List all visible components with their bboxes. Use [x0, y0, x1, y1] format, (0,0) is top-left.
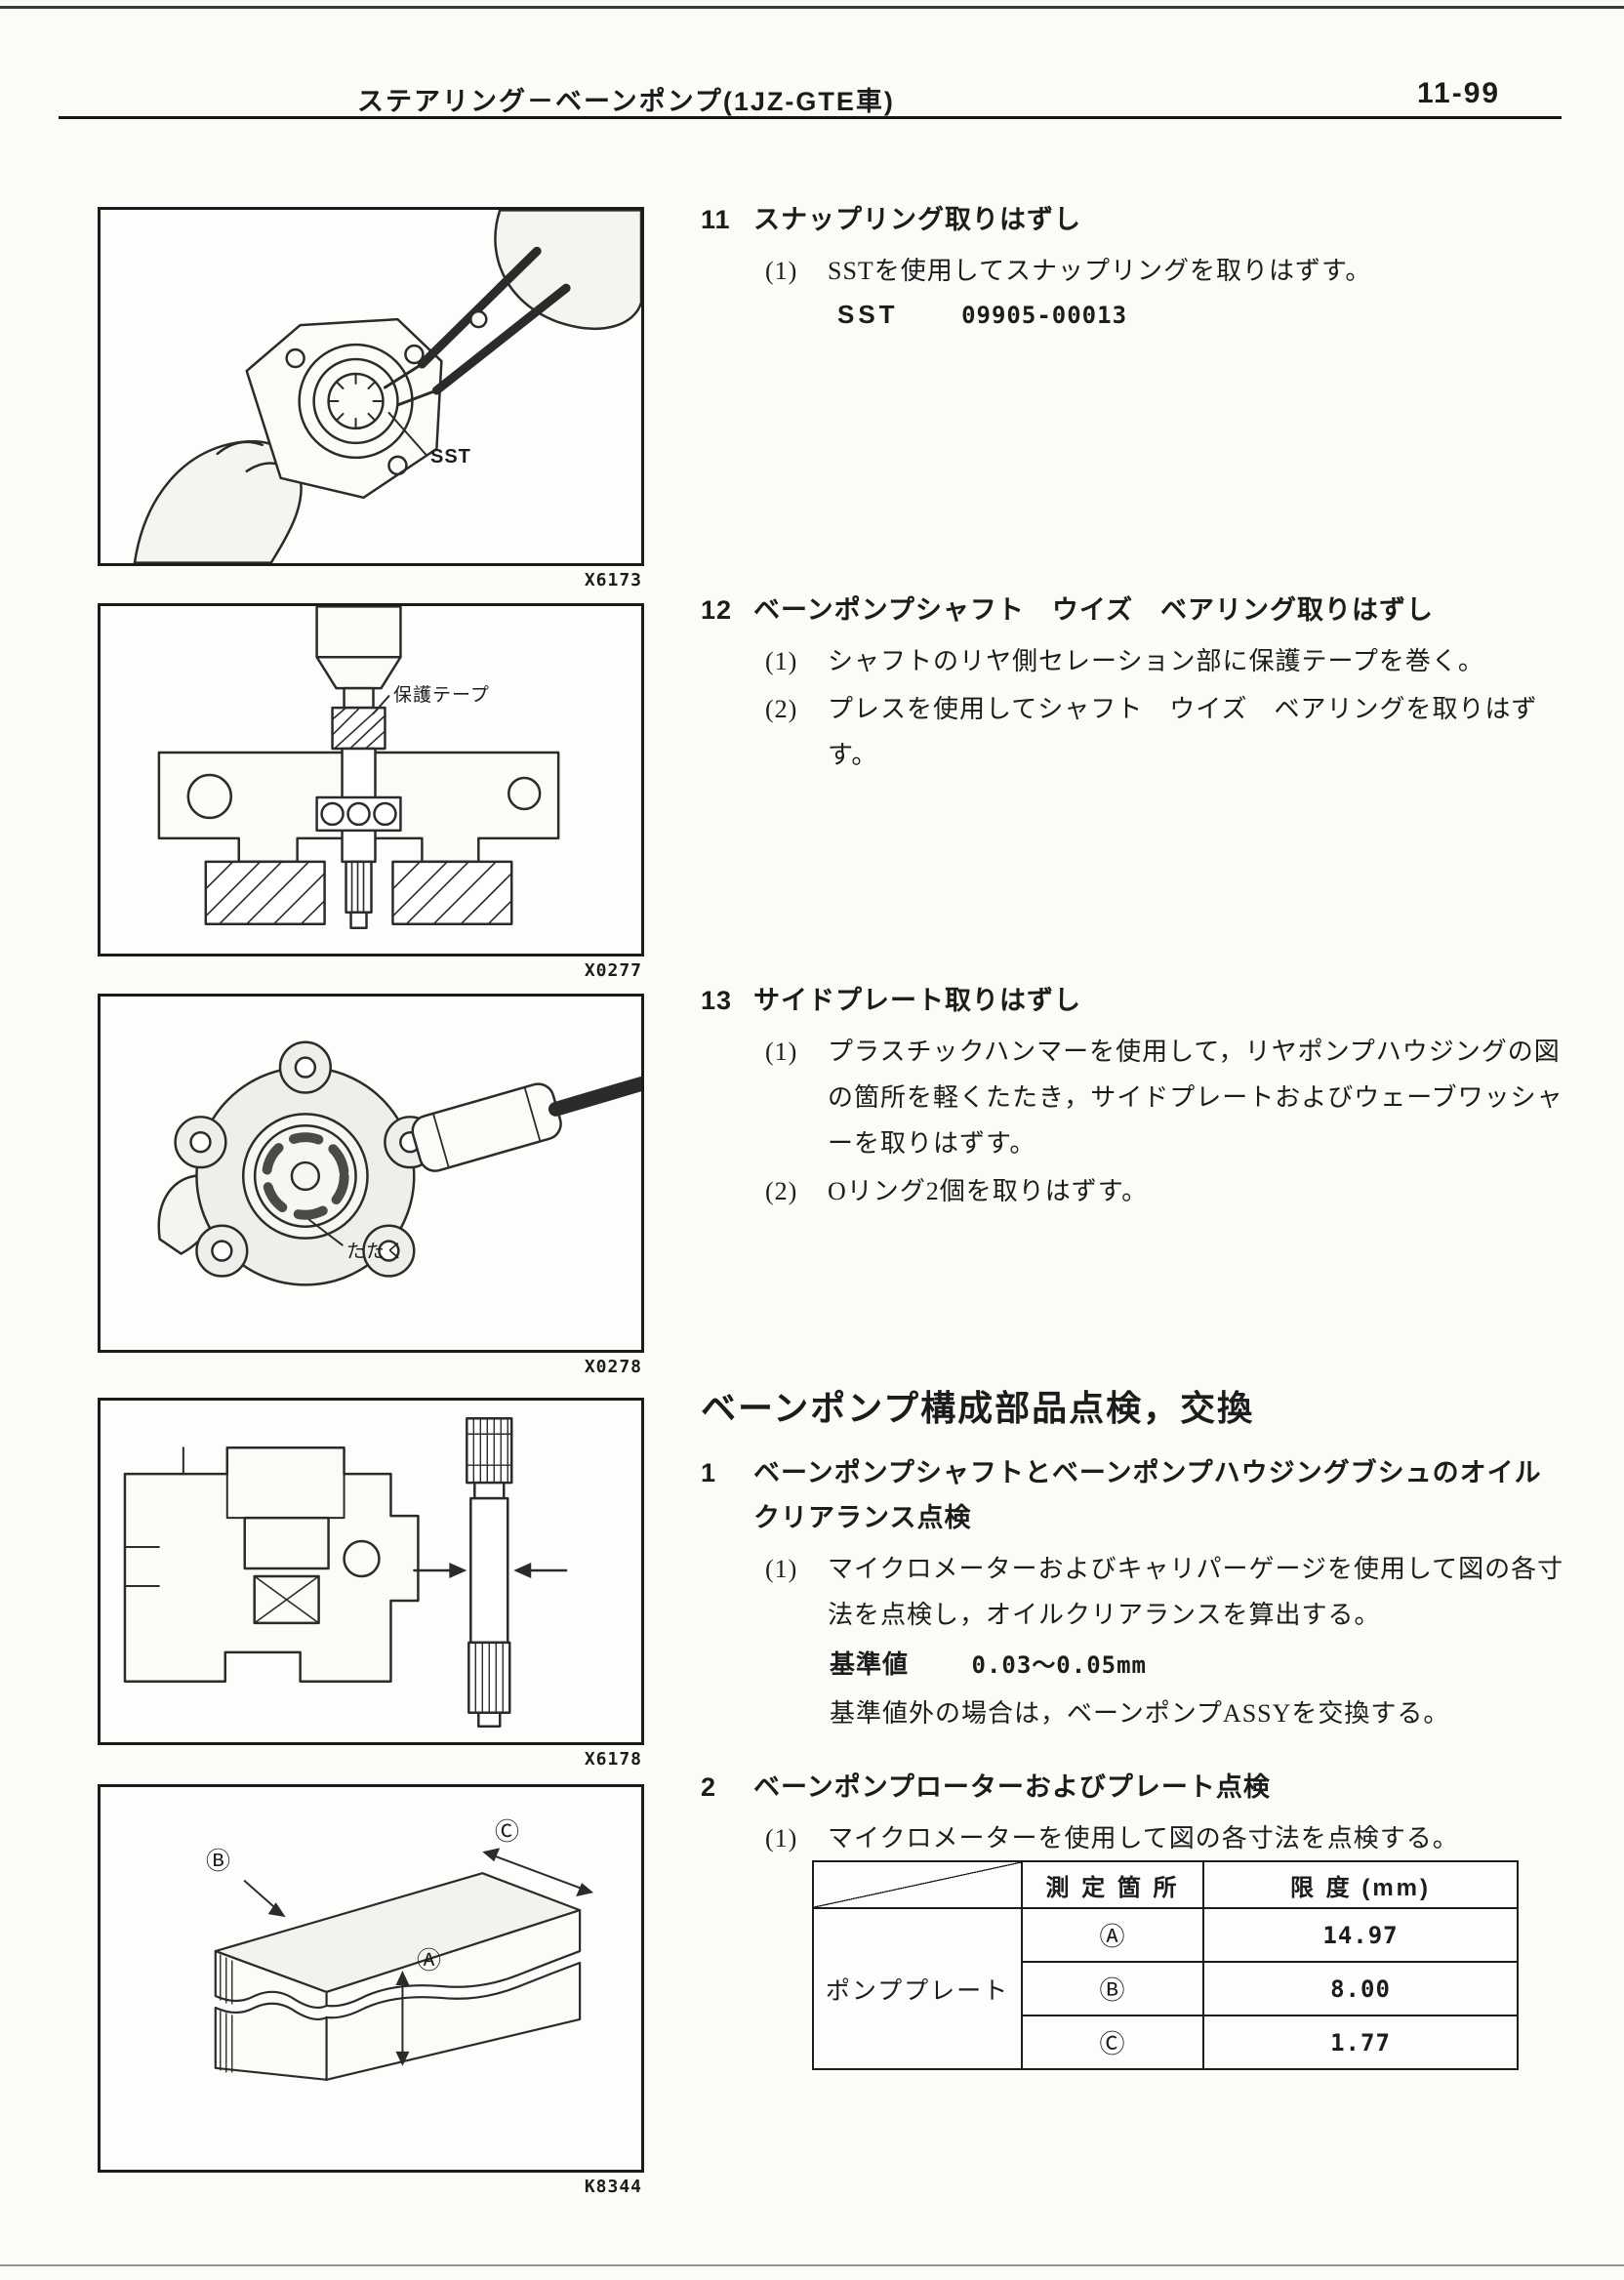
- figure-box: たたく: [98, 994, 644, 1353]
- table-row: Ⓒ 1.77: [813, 2015, 1519, 2070]
- step-number: (1): [765, 1555, 798, 1583]
- inspection-item-1: 1 ベーンポンプシャフトとベーンポンプハウジングブシュのオイルクリアランス点検 …: [701, 1450, 1567, 1736]
- section-12-heading: 12 ベーンポンプシャフト ウイズ ベアリング取りはずし: [701, 588, 1567, 632]
- step-text: プラスチックハンマーを使用して，リヤポンプハウジングの図の箇所を軽くたたき，サイ…: [828, 1038, 1563, 1158]
- step-1: (1) SSTを使用してスナップリングを取りはずす。: [765, 248, 1567, 294]
- section-11: 11 スナップリング取りはずし (1) SSTを使用してスナップリングを取りはず…: [701, 197, 1567, 330]
- plate-illustration: [214, 1848, 594, 2081]
- step-number: (1): [765, 647, 798, 675]
- section-13: 13 サイドプレート取りはずし (1) プラスチックハンマーを使用して，リヤポン…: [701, 978, 1567, 1214]
- figure-box: [98, 1398, 644, 1745]
- section-12: 12 ベーンポンプシャフト ウイズ ベアリング取りはずし (1) シャフトのリヤ…: [701, 588, 1567, 778]
- measure-point-a: Ⓐ: [1021, 1907, 1204, 1963]
- row-label-pump-plate: ポンププレート: [812, 1907, 1023, 2070]
- table-corner-cell: [812, 1860, 1023, 1909]
- limit-value-b: 8.00: [1202, 1961, 1519, 2016]
- press-illustration: [157, 606, 560, 929]
- figure-code: K8344: [584, 2177, 642, 2197]
- snap-ring-illustration: [133, 210, 641, 563]
- inspection-item-2: 2 ベーンポンプローターおよびプレート点検 (1) マイクロメーターを使用して図…: [701, 1765, 1567, 1861]
- step-number: (1): [765, 1824, 798, 1852]
- step-1: (1) マイクロメーターおよびキャリパーゲージを使用して図の各寸法を点検し，オイ…: [765, 1546, 1567, 1638]
- scan-edge-bottom: [0, 2264, 1624, 2266]
- sst-label: SST: [837, 300, 899, 329]
- item-number: 1: [701, 1458, 717, 1487]
- figure-box: 保護テープ: [98, 603, 644, 957]
- figure-shaft-clearance: X6178: [98, 1398, 644, 1770]
- measure-point-b: Ⓑ: [1021, 1961, 1204, 2016]
- figure-snap-ring-removal: SST X6173: [98, 207, 644, 590]
- item-2-heading: 2 ベーンポンプローターおよびプレート点検: [701, 1765, 1567, 1810]
- sst-spec-line: SST 09905-00013: [837, 300, 1567, 330]
- column-header-limit: 限 度 (mm): [1202, 1860, 1519, 1909]
- callout-sst: SST: [430, 446, 471, 468]
- section-title: スナップリング取りはずし: [753, 205, 1081, 234]
- limit-table: 測 定 箇 所 限 度 (mm) ポンププレート Ⓐ 14.97 Ⓑ 8.00 …: [812, 1860, 1519, 2070]
- step-1: (1) シャフトのリヤ側セレーション部に保護テープを巻く。: [765, 638, 1567, 684]
- step-number: (1): [765, 257, 798, 285]
- replacement-note: 基準値外の場合は，ベーンポンプASSYを交換する。: [830, 1699, 1450, 1728]
- scan-edge-top: [0, 6, 1624, 9]
- figure-code: X6173: [584, 570, 642, 590]
- figure-code: X0277: [584, 960, 642, 981]
- header-rule: [59, 116, 1562, 119]
- callout-dim-b: Ⓑ: [206, 1847, 232, 1875]
- figure-plate-dimensions: Ⓒ Ⓑ Ⓐ K8344: [98, 1784, 644, 2197]
- step-2: (2) Oリング2個を取りはずす。: [765, 1168, 1567, 1214]
- figure-code: X0278: [584, 1357, 642, 1377]
- step-text: シャフトのリヤ側セレーション部に保護テープを巻く。: [828, 647, 1484, 675]
- step-text: プレスを使用してシャフト ウイズ ベアリングを取りはずす。: [828, 695, 1538, 769]
- standard-value-line: 基準値 0.03～0.05mm: [830, 1642, 1567, 1689]
- figure-box: SST: [98, 207, 644, 566]
- step-text: SSTを使用してスナップリングを取りはずす。: [828, 257, 1372, 285]
- callout-tap-here: たたく: [346, 1242, 406, 1262]
- standard-value-label: 基準値: [830, 1649, 910, 1679]
- item-title: ベーンポンプローターおよびプレート点検: [753, 1772, 1271, 1802]
- limit-value-c: 1.77: [1202, 2015, 1519, 2070]
- table-row: ポンププレート Ⓐ 14.97: [812, 1907, 1519, 2070]
- figure-code: X6178: [584, 1749, 642, 1770]
- table-row: Ⓑ 8.00: [813, 1961, 1519, 2016]
- step-text: マイクロメーターを使用して図の各寸法を点検する。: [828, 1824, 1459, 1852]
- callout-dim-a: Ⓐ: [417, 1946, 443, 1975]
- limit-value-a: 14.97: [1202, 1907, 1519, 1963]
- callout-protective-tape: 保護テープ: [393, 685, 490, 706]
- step-1: (1) マイクロメーターを使用して図の各寸法を点検する。: [765, 1815, 1567, 1861]
- item-title: ベーンポンプシャフトとベーンポンプハウジングブシュのオイルクリアランス点検: [753, 1458, 1542, 1532]
- item-1-heading: 1 ベーンポンプシャフトとベーンポンプハウジングブシュのオイルクリアランス点検: [701, 1450, 1567, 1540]
- callout-dim-c: Ⓒ: [495, 1817, 521, 1846]
- section-title: ベーンポンプシャフト ウイズ ベアリング取りはずし: [753, 595, 1435, 625]
- item-number: 2: [701, 1772, 717, 1802]
- step-number: (1): [765, 1038, 798, 1066]
- figure-box: Ⓒ Ⓑ Ⓐ: [98, 1784, 644, 2173]
- section-number: 13: [701, 986, 733, 1015]
- measure-point-c: Ⓒ: [1021, 2015, 1204, 2070]
- section-number: 11: [701, 205, 731, 234]
- section-title: サイドプレート取りはずし: [753, 986, 1081, 1015]
- page-number: 11-99: [1417, 77, 1501, 109]
- step-number: (2): [765, 695, 798, 723]
- standard-value: 0.03～0.05mm: [971, 1651, 1148, 1679]
- section-13-heading: 13 サイドプレート取りはずし: [701, 978, 1567, 1023]
- table-header-row: 測 定 箇 所 限 度 (mm): [812, 1860, 1519, 1909]
- page-header-title: ステアリング－ベーンポンプ(1JZ-GTE車): [357, 87, 895, 116]
- hammer-illustration: [157, 1040, 641, 1286]
- sst-part-number: 09905-00013: [961, 302, 1128, 329]
- shaft-housing-illustration: [123, 1417, 568, 1728]
- step-1: (1) プラスチックハンマーを使用して，リヤポンプハウジングの図の箇所を軽くたた…: [765, 1029, 1567, 1166]
- step-text: Oリング2個を取りはずす。: [828, 1177, 1149, 1205]
- figure-side-plate-hammer: たたく X0278: [98, 994, 644, 1377]
- step-2: (2) プレスを使用してシャフト ウイズ ベアリングを取りはずす。: [765, 686, 1567, 778]
- section-number: 12: [701, 595, 733, 625]
- inspection-section-heading: ベーンポンプ構成部品点検，交換: [701, 1388, 1255, 1428]
- step-text: マイクロメーターおよびキャリパーゲージを使用して図の各寸法を点検し，オイルクリア…: [828, 1555, 1564, 1629]
- figure-press-shaft-bearing: 保護テープ X0277: [98, 603, 644, 981]
- section-11-heading: 11 スナップリング取りはずし: [701, 197, 1567, 242]
- column-header-measure-point: 測 定 箇 所: [1021, 1860, 1204, 1909]
- step-number: (2): [765, 1177, 798, 1205]
